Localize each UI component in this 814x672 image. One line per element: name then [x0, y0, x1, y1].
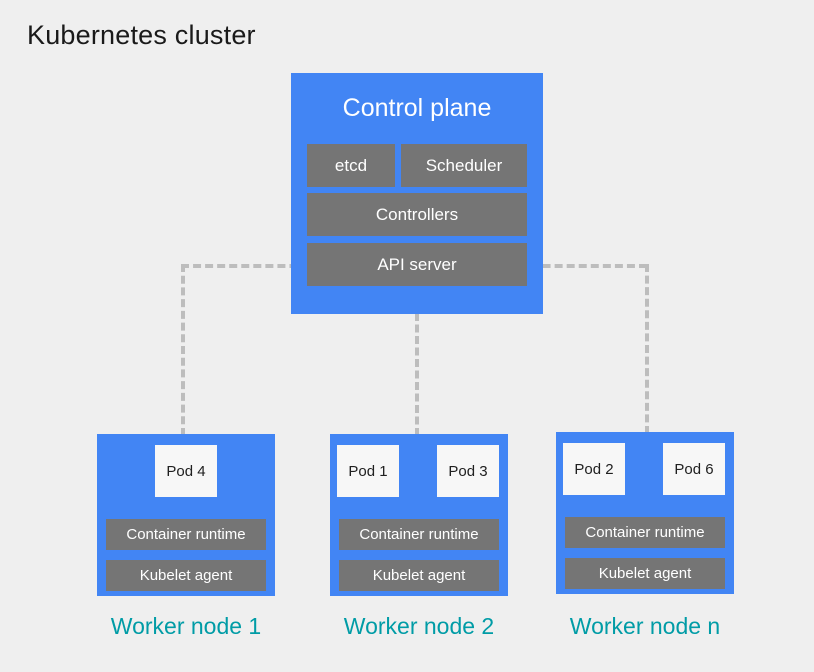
pod-box: Pod 3: [437, 445, 499, 497]
connector-to-worker-node-n: [645, 264, 649, 434]
worker-node-n-box: Pod 2 Pod 6 Container runtime Kubelet ag…: [556, 432, 734, 594]
connector-to-worker-node-1: [181, 264, 185, 436]
worker-node-n-container-runtime: Container runtime: [565, 517, 725, 548]
worker-node-n-label: Worker node n: [569, 613, 721, 639]
connector-to-worker-node-2: [415, 313, 419, 436]
worker-node-1-container-runtime: Container runtime: [106, 519, 266, 550]
worker-node-n-kubelet-agent: Kubelet agent: [565, 558, 725, 589]
control-plane-component-etcd: etcd: [307, 144, 395, 187]
control-plane-box: Control plane etcd Scheduler Controllers…: [291, 73, 543, 314]
control-plane-title: Control plane: [342, 94, 492, 122]
control-plane-component-api-server: API server: [307, 243, 527, 286]
worker-node-1-label: Worker node 1: [110, 613, 262, 639]
control-plane-component-controllers: Controllers: [307, 193, 527, 236]
worker-node-1-box: Pod 4 Container runtime Kubelet agent: [97, 434, 275, 596]
worker-node-2-label: Worker node 2: [343, 613, 495, 639]
pod-box: Pod 1: [337, 445, 399, 497]
page-title: Kubernetes cluster: [27, 20, 256, 50]
worker-node-2-box: Pod 1 Pod 3 Container runtime Kubelet ag…: [330, 434, 508, 596]
worker-node-1-kubelet-agent: Kubelet agent: [106, 560, 266, 591]
pod-box: Pod 6: [663, 443, 725, 495]
pod-box: Pod 2: [563, 443, 625, 495]
control-plane-component-scheduler: Scheduler: [401, 144, 527, 187]
worker-node-2-container-runtime: Container runtime: [339, 519, 499, 550]
pod-box: Pod 4: [155, 445, 217, 497]
worker-node-2-kubelet-agent: Kubelet agent: [339, 560, 499, 591]
